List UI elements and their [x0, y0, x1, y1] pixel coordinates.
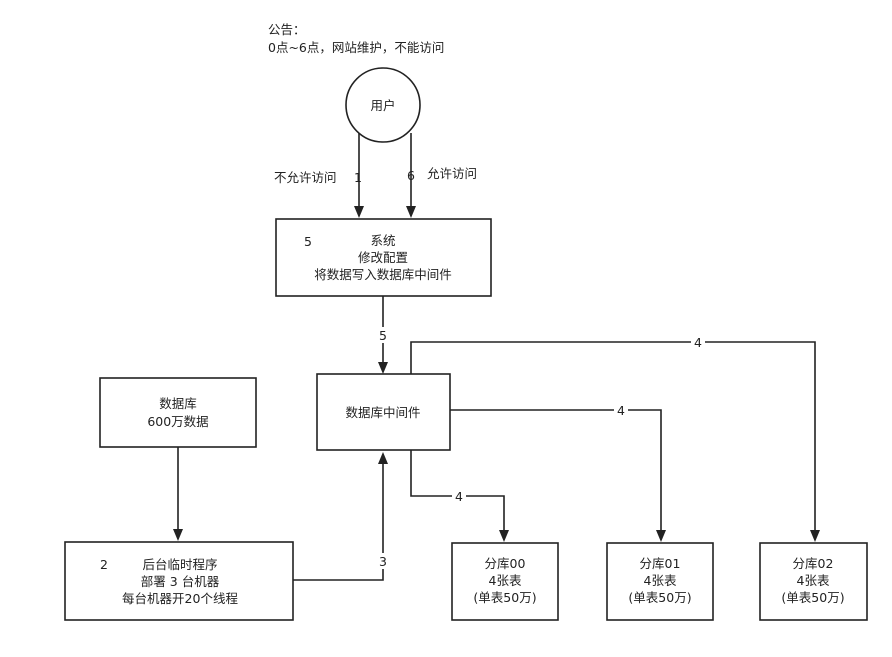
deny-arrowhead: [354, 206, 364, 218]
program-to-middleware-step: 3: [379, 554, 387, 569]
system-node: [275, 218, 492, 297]
shard-00-note: (单表50万): [473, 590, 536, 605]
user-label: 用户: [370, 98, 395, 113]
temp-program-step: 2: [100, 557, 108, 572]
shard-02-tables: 4张表: [797, 573, 830, 588]
program-to-middleware-edge: [293, 462, 384, 581]
shard-01-note: (单表50万): [628, 590, 691, 605]
middleware-to-shard01-edge: [450, 409, 662, 532]
middleware-to-shard02-edge: [410, 341, 816, 532]
middleware-label: 数据库中间件: [345, 405, 420, 420]
shard-01-name: 分库01: [640, 556, 681, 571]
system-to-middleware-arrowhead: [378, 362, 388, 374]
system-title: 系统: [370, 233, 395, 248]
system-step: 5: [304, 234, 312, 249]
temp-program-title: 后台临时程序: [142, 557, 217, 572]
system-line2: 修改配置: [358, 250, 408, 265]
shard-00-tables: 4张表: [489, 573, 522, 588]
allow-edge-label: 允许访问: [427, 166, 477, 181]
database-node: [99, 377, 257, 448]
temp-program-line3: 每台机器开20个线程: [122, 591, 238, 606]
notice-text: 0点~6点，网站维护，不能访问: [268, 40, 444, 55]
temp-program-line2: 部署 3 台机器: [141, 574, 220, 589]
deny-edge-label: 不允许访问: [274, 170, 337, 185]
shard-00-node: [451, 542, 559, 621]
system-line3: 将数据写入数据库中间件: [314, 267, 452, 282]
temp-program-node: [64, 541, 294, 621]
middleware-node: [316, 373, 451, 451]
shard-02-node: [759, 542, 868, 621]
notice-title: 公告：: [268, 22, 306, 37]
middleware-to-shard02-step: 4: [694, 335, 702, 350]
middleware-to-shard01-arrowhead: [656, 530, 666, 542]
database-size: 600万数据: [147, 414, 208, 429]
shard-00-name: 分库00: [485, 556, 526, 571]
shard-01-node: [606, 542, 714, 621]
user-node: [345, 67, 421, 143]
shard-01-tables: 4张表: [644, 573, 677, 588]
database-title: 数据库: [159, 396, 197, 411]
allow-edge-step: 6: [407, 168, 415, 183]
shard-02-note: (单表50万): [781, 590, 844, 605]
database-to-program-arrowhead: [173, 529, 183, 541]
shard-02-name: 分库02: [793, 556, 834, 571]
allow-arrowhead: [406, 206, 416, 218]
middleware-to-shard01-step: 4: [617, 403, 625, 418]
middleware-to-shard02-arrowhead: [810, 530, 820, 542]
deny-edge-step: 1: [354, 170, 362, 185]
middleware-to-shard00-step: 4: [455, 489, 463, 504]
system-to-middleware-step: 5: [379, 328, 387, 343]
program-to-middleware-arrowhead: [378, 452, 388, 464]
middleware-to-shard00-arrowhead: [499, 530, 509, 542]
